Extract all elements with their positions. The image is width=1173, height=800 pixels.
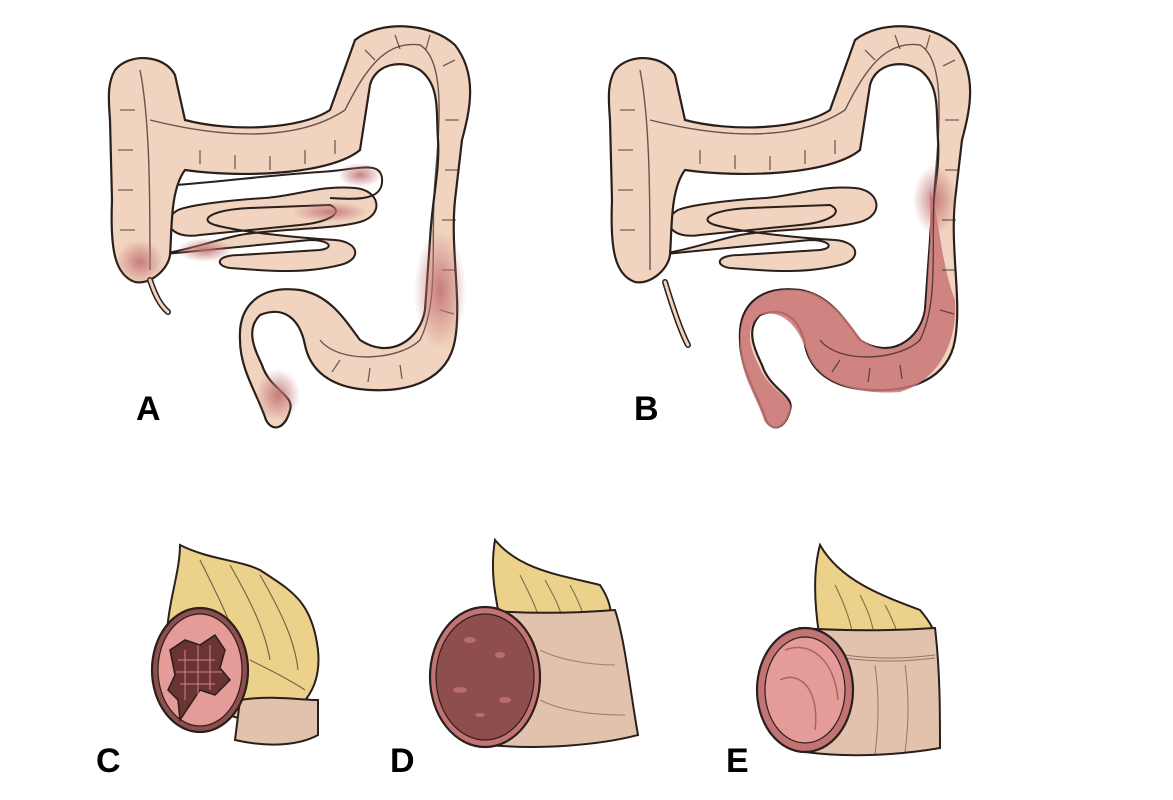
panel-d-mesentery — [491, 537, 612, 621]
panel-b-colon — [607, 25, 972, 429]
panel-c-ulcer — [167, 633, 232, 723]
panel-c-cross-section — [150, 543, 320, 746]
panel-e-mesentery — [814, 542, 937, 641]
panel-a-large-bowel — [107, 25, 472, 429]
panel-label-a: A — [136, 390, 161, 428]
panel-label-b: B — [634, 390, 659, 428]
panel-d-mucosa — [435, 613, 535, 741]
panel-d-cross-section — [428, 537, 640, 749]
panel-e-cross-section — [755, 542, 942, 757]
panel-a-colon — [107, 25, 472, 429]
panel-label-d: D — [390, 742, 415, 780]
panel-e-mucosa — [764, 636, 846, 744]
panel-b-small-bowel — [654, 186, 878, 273]
panel-label-e: E — [726, 742, 749, 780]
panel-label-c: C — [96, 742, 121, 780]
